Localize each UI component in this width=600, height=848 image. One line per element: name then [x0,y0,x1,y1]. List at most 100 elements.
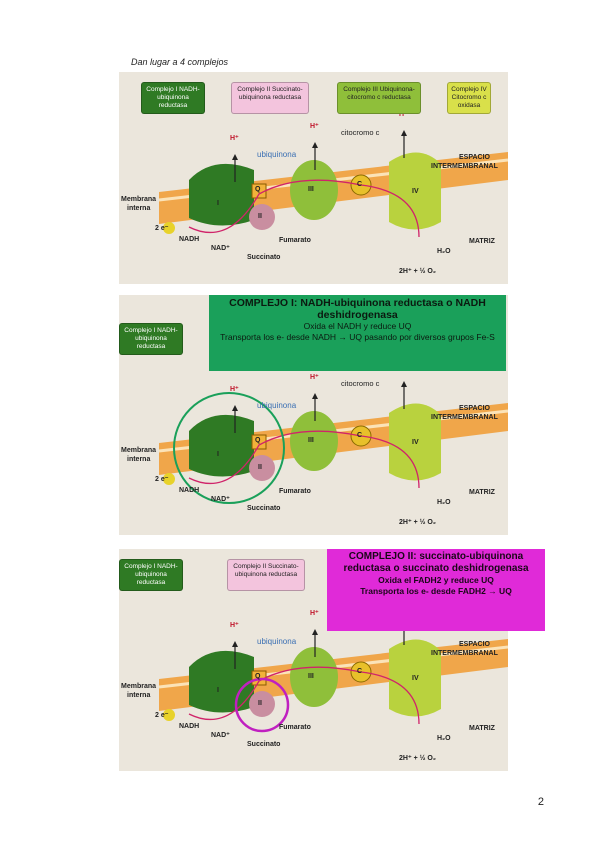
ubiquinona-label: ubiquinona [257,401,297,410]
nadh-label: NADH [179,236,200,243]
intermembranal-label: INTERMEMBRANAL [431,163,498,170]
caption: Dan lugar a 4 complejos [131,57,229,67]
h-plus-label-2: H⁺ [310,610,319,617]
intermembranal-label: INTERMEMBRANAL [431,650,498,657]
electron-pair-ball [163,709,175,721]
ubiquinona-label: ubiquinona [257,637,297,646]
membrana-label: Membrana [121,447,157,454]
interna-label: interna [127,205,151,212]
nad-label: NAD⁺ [211,245,230,252]
complex-2-info-line-1: Oxida el FADH2 y reduce UQ [378,575,494,585]
h2o-label: H₂O [437,499,451,506]
complex-2-numeral: II [258,213,262,220]
h-plus-label-1: H⁺ [230,386,239,393]
complex-4-numeral: IV [412,439,419,446]
fumarato-label: Fumarato [279,488,311,495]
o2-label: 2H⁺ + ½ O₂ [399,268,436,275]
c-label: C [357,181,363,188]
nadh-label: NADH [179,487,200,494]
complex-1-info-title: COMPLEJO I: NADH-ubiquinona reductasa o … [229,297,486,321]
c-label: C [357,668,363,675]
electron-path [188,666,420,725]
matriz-label: MATRIZ [469,725,495,732]
complex-1-info-line-1: Oxida el NADH y reduce UQ [303,321,412,331]
complex-1-info-line-2: Transporta los e- desde NADH → UQ pasand… [220,331,495,342]
citocromo-label: citocromo c [341,379,380,388]
proton-arrowhead [232,405,238,411]
complex-4-shape [389,152,441,230]
two-e-label: 2 e⁻ [155,225,169,232]
complex-1-box: Complejo I NADH-ubiquinona reductasa [119,323,183,355]
complex-2-numeral: II [258,464,262,471]
matriz-label: MATRIZ [469,238,495,245]
electron-pair-ball [163,222,175,234]
h-plus-label-2: H⁺ [310,123,319,130]
complex-2-info-box: COMPLEJO II: succinato-ubiquinona reduct… [327,549,545,631]
h-plus-label-3: H⁺ [399,111,408,118]
ubiquinona-label: ubiquinona [257,150,297,159]
h-plus-label-1: H⁺ [230,622,239,629]
complex-2-info-title: COMPLEJO II: succinato-ubiquinona reduct… [343,551,529,574]
complex-1-shape [189,650,254,713]
complex-4-numeral: IV [412,188,419,195]
h-plus-label-1: H⁺ [230,135,239,142]
etc-diagram-svg [158,130,508,238]
electron-path [188,179,420,238]
complex-3-numeral: III [308,437,314,444]
interna-label: interna [127,692,151,699]
complex-3-shape [290,160,338,220]
espacio-label: ESPACIO [459,154,490,161]
complex-2-highlight-circle [234,677,290,733]
membrana-label: Membrana [121,683,157,690]
nad-label: NAD⁺ [211,732,230,739]
complex-3-numeral: III [308,673,314,680]
complex-2-box: Complejo II Succinato-ubiquinona reducta… [231,82,309,114]
espacio-label: ESPACIO [459,641,490,648]
complex-1-box: Complejo I NADH-ubiquinona reductasa [141,82,205,114]
intermembranal-label: INTERMEMBRANAL [431,414,498,421]
proton-arrowhead [312,629,318,635]
complex-3-box: Complejo III Ubiquinona-citocromo c redu… [337,82,421,114]
proton-arrowhead [401,130,407,136]
complex-1-numeral: I [217,200,219,207]
complex-1-info-box: COMPLEJO I: NADH-ubiquinona reductasa o … [209,295,506,371]
complex-2-shape [249,204,275,230]
nadh-label: NADH [179,723,200,730]
complex-3-numeral: III [308,186,314,193]
succinato-label: Succinato [247,741,281,748]
complex-2-info-line-2: Transporta los e- desde FADH2 → UQ [360,586,512,596]
electron-path [188,430,420,489]
complex-1-box: Complejo I NADH-ubiquinona reductasa [119,559,183,591]
h2o-label: H₂O [437,735,451,742]
o2-label: 2H⁺ + ½ O₂ [399,519,436,526]
interna-label: interna [127,456,151,463]
h2o-label: H₂O [437,248,451,255]
complex-4-box: Complejo IV Citocromo c oxidasa [447,82,491,114]
espacio-label: ESPACIO [459,405,490,412]
h-plus-label-2: H⁺ [310,374,319,381]
etc-diagram-svg [158,381,508,504]
nad-label: NAD⁺ [211,496,230,503]
page-number: 2 [537,796,544,808]
proton-arrowhead [232,641,238,647]
fumarato-label: Fumarato [279,237,311,244]
etc-diagram-svg [158,617,508,733]
o2-label: 2H⁺ + ½ O₂ [399,755,436,762]
two-e-label: 2 e⁻ [155,712,169,719]
proton-arrowhead [232,154,238,160]
q-label: Q [255,186,261,193]
complex-1-highlight-circle [173,392,285,504]
complex-1-shape [189,414,254,477]
complex-2-shape [249,691,275,717]
complex-2-box: Complejo II Succinato-ubiquinona reducta… [227,559,305,591]
complex-4-shape [389,403,441,481]
complex-3-shape [290,411,338,471]
complex-1-numeral: I [217,451,219,458]
complex-1-numeral: I [217,687,219,694]
q-label: Q [255,673,261,680]
membrana-label: Membrana [121,196,157,203]
electron-pair-ball [163,473,175,485]
proton-arrowhead [401,381,407,387]
q-label: Q [255,437,261,444]
